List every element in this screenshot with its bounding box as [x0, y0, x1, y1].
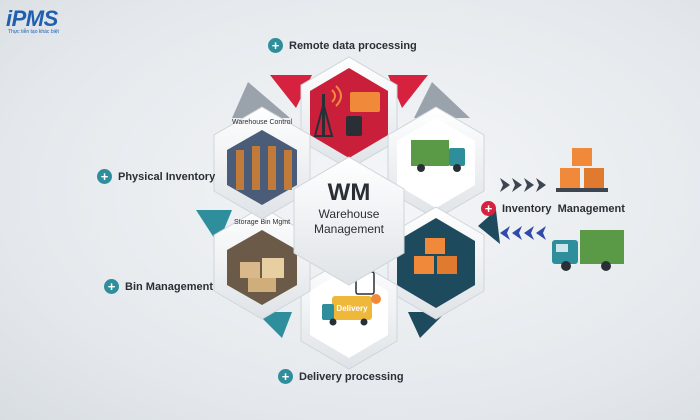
- box-bottom-right: [437, 256, 457, 274]
- gray-triangle-left: [232, 82, 290, 118]
- hex-upper-left: Warehouse Control: [213, 106, 311, 220]
- hex-center: WM Warehouse Management: [293, 156, 405, 286]
- ipms-logo: iPMS Thực tiễn tạo khác biệt: [4, 6, 74, 36]
- keypad-icon: [346, 116, 362, 136]
- outbound-arrows: [500, 178, 546, 192]
- box-bottom-left: [414, 256, 434, 274]
- truck-cab: [449, 148, 465, 166]
- rack-1: [236, 150, 244, 190]
- center-line2: Management: [314, 222, 385, 236]
- hex-top: [300, 56, 398, 170]
- center-line1: Warehouse: [319, 207, 380, 221]
- remote-data-label: + Remote data processing: [268, 38, 417, 53]
- hex-upper-right: [387, 106, 485, 220]
- signal-icon: [331, 85, 342, 107]
- red-triangle-left: [270, 75, 312, 108]
- check-icon: [371, 294, 381, 304]
- terminal-icon: [350, 92, 380, 112]
- delivery-van-body: [332, 296, 372, 320]
- red-triangle-right: [388, 75, 428, 108]
- logo-text: iPMS: [6, 6, 58, 31]
- physical-inventory-label: + Physical Inventory: [97, 169, 215, 184]
- mast-icon: [322, 94, 325, 136]
- plus-icon: +: [278, 369, 293, 384]
- delivery-processing-label: + Delivery processing: [278, 369, 404, 384]
- truck-wheel-1: [417, 164, 425, 172]
- center-title: WM: [328, 179, 371, 206]
- teal-triangle-left: [196, 210, 232, 244]
- warehouse-control-label: Warehouse Control: [232, 119, 292, 126]
- bin-management-label: + Bin Management: [104, 279, 213, 294]
- delivery-van-cab: [322, 304, 334, 320]
- van-wheel-2: [360, 318, 368, 326]
- truck-cargo: [411, 140, 449, 166]
- inbound-arrows: [500, 226, 546, 240]
- storage-boxes-2: [262, 258, 284, 278]
- physical-inventory-text: Physical Inventory: [118, 170, 216, 183]
- plus-icon: +: [97, 169, 112, 184]
- storage-bin-label: Storage Bin Mgmt: [234, 219, 290, 226]
- plus-icon: +: [481, 201, 496, 216]
- hex-lower-right: [387, 206, 485, 320]
- delivery-processing-text: Delivery processing: [299, 370, 404, 383]
- gray-triangle-right: [414, 82, 470, 118]
- plus-icon: +: [104, 279, 119, 294]
- storage-boxes-3: [248, 278, 276, 292]
- hex-bottom: Delivery: [300, 256, 398, 370]
- box-top: [425, 238, 445, 254]
- mast-legs: [313, 100, 334, 137]
- inventory-management-label: + Inventory Management: [481, 201, 625, 216]
- logo-tagline: Thực tiễn tạo khác biệt: [8, 29, 59, 35]
- bin-management-text: Bin Management: [125, 280, 214, 293]
- storage-boxes-1: [240, 262, 260, 278]
- truck-wheel-2: [453, 164, 461, 172]
- remote-data-text: Remote data processing: [289, 39, 417, 52]
- rack-3: [268, 146, 276, 190]
- delivery-tag: Delivery: [336, 304, 368, 313]
- inventory-management-text: Inventory Management: [502, 202, 625, 215]
- inbound-truck-icon: [552, 230, 624, 271]
- van-wheel-1: [329, 318, 337, 326]
- navy-triangle-right: [478, 210, 500, 244]
- rack-2: [252, 146, 260, 190]
- pallet-boxes-icon: [556, 148, 608, 192]
- hex-lower-left: Storage Bin Mgmt: [213, 206, 311, 320]
- plus-icon: +: [268, 38, 283, 53]
- rack-4: [284, 150, 292, 190]
- teal-triangle-bottom: [256, 312, 292, 338]
